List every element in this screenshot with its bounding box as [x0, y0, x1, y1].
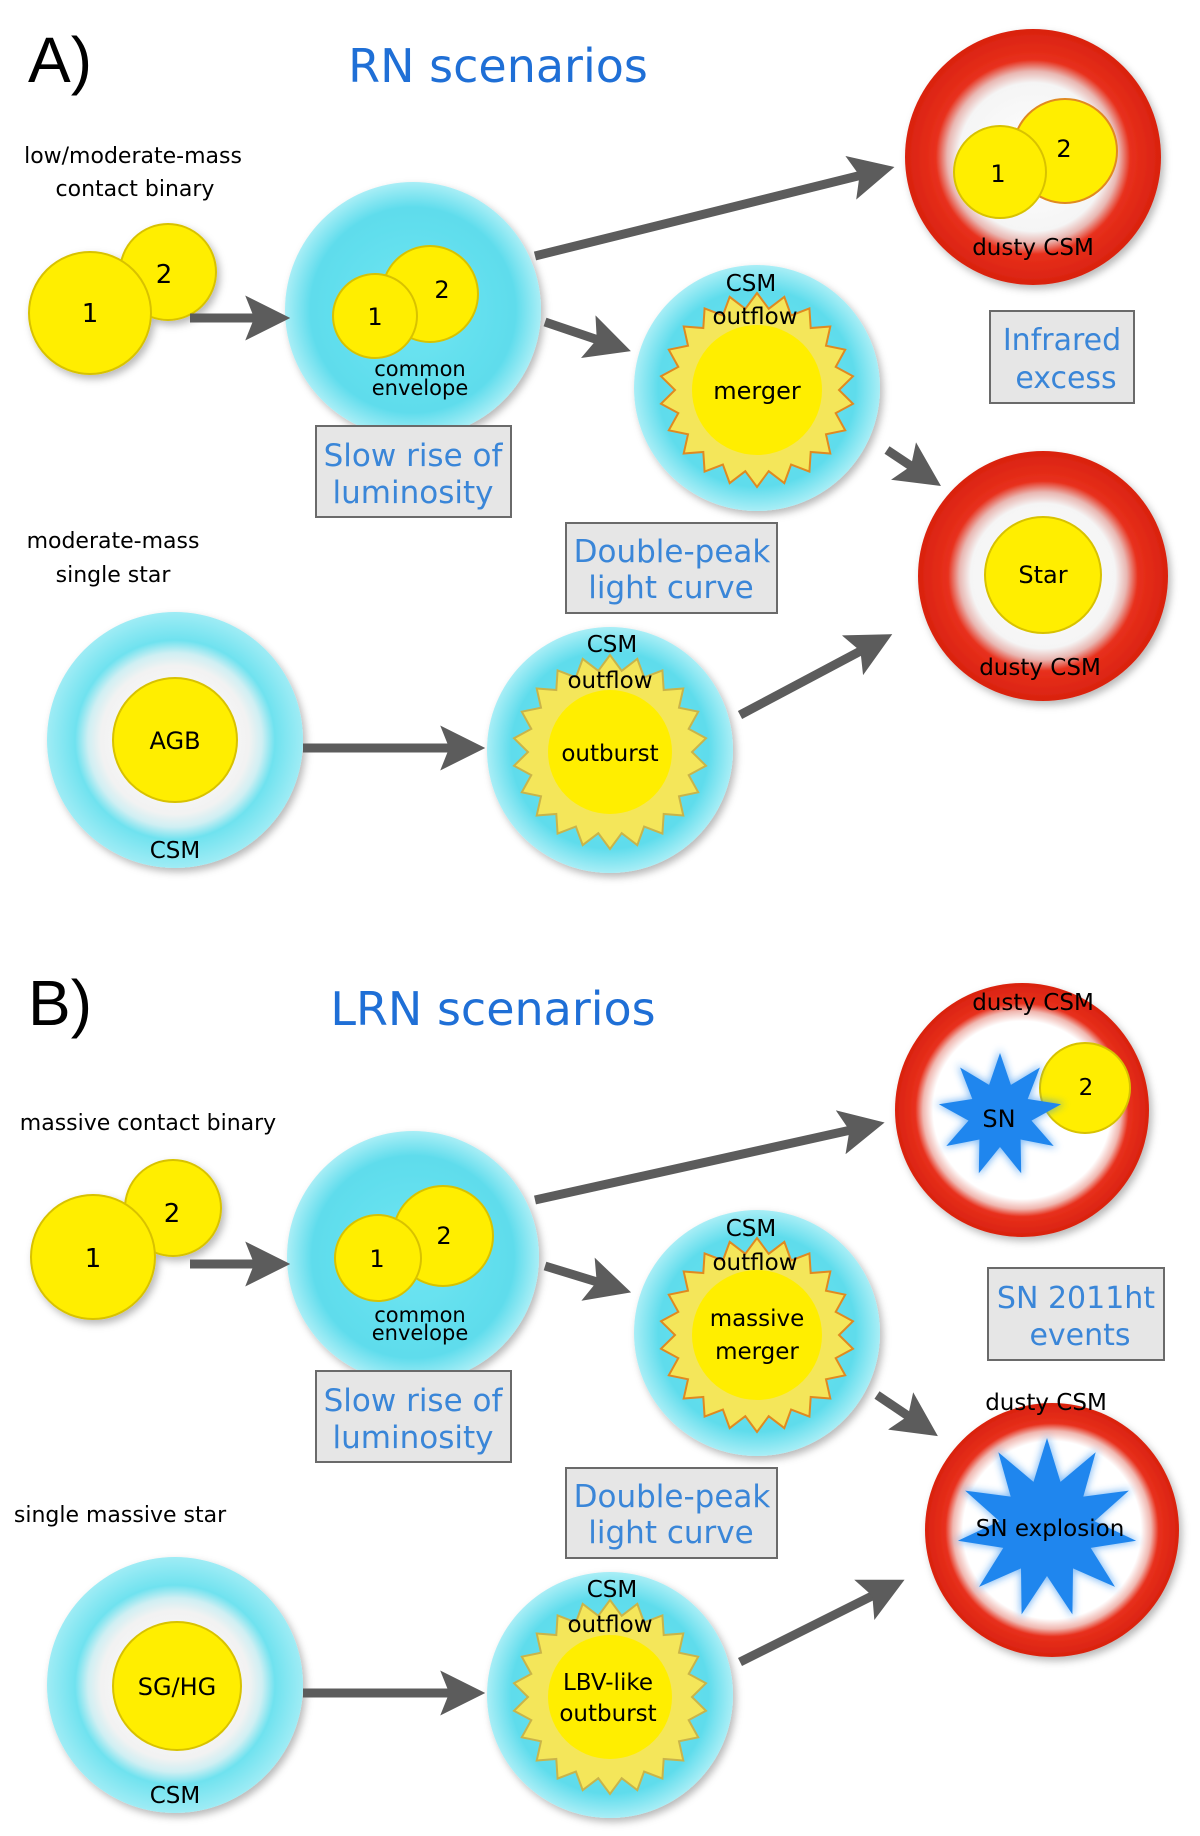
b-binary-label: massive contact binary [20, 1111, 276, 1136]
double-peak-box-b [565, 1467, 778, 1559]
panel-b: B) LRN scenarios massive contact binary … [14, 967, 1179, 1818]
sghg-core-label: SG/HG [138, 1673, 217, 1701]
b-top-result-sn [938, 1053, 1062, 1174]
b-binary-star-2-label: 2 [164, 1199, 181, 1229]
top-result-star-2-label: 2 [1056, 135, 1071, 163]
sn-explosion-shape [957, 1438, 1137, 1615]
slow-rise-box-b [315, 1370, 512, 1463]
lbv-outflow-label: outflow [567, 1612, 652, 1638]
b-ce-star-1 [334, 1214, 422, 1302]
ce-star-2-label: 2 [434, 276, 449, 304]
sn-explosion-label: SN explosion [976, 1516, 1125, 1542]
infrared-excess-box [989, 310, 1135, 404]
b-arrow-ce-to-top-result [534, 1110, 885, 1205]
slow-rise-box-a [315, 425, 512, 518]
lbv-core-line1: LBV-like [563, 1670, 653, 1696]
slow-rise-a-line2: luminosity [333, 475, 494, 511]
panel-b-letter: B) [28, 967, 92, 1039]
agb-core-label: AGB [149, 727, 200, 755]
single-label-line2: single star [56, 563, 172, 588]
b-ce-label-line2: envelope [372, 1321, 469, 1345]
double-peak-a-line1: Double-peak [574, 534, 771, 570]
sghg-csm-label: CSM [150, 1783, 201, 1809]
double-peak-box-a [565, 522, 778, 614]
merger-outflow-label: outflow [712, 304, 797, 330]
double-peak-b-line2: light curve [588, 1515, 753, 1551]
arrow-merger-to-final [884, 442, 941, 486]
final-star-a-label: Star [1018, 561, 1067, 589]
merger-core-label: merger [713, 377, 801, 405]
b-merger-core [692, 1270, 822, 1400]
b-top-result-csm-label: dusty CSM [972, 990, 1094, 1016]
panel-a: A) RN scenarios low/moderate-mass contac… [24, 24, 1168, 873]
b-merger-outflow-label: outflow [712, 1250, 797, 1276]
binary-label-line1: low/moderate-mass [24, 144, 242, 169]
final-csm-b-label: dusty CSM [985, 1390, 1107, 1416]
binary-label-line2: contact binary [56, 177, 215, 202]
sn2011ht-box [987, 1267, 1165, 1361]
arrow-outburst-to-final [737, 634, 893, 719]
merger-core [692, 325, 822, 455]
double-peak-a-line2: light curve [588, 570, 753, 606]
single-label-line1: moderate-mass [27, 529, 200, 554]
b-arrow-ce-to-merger [543, 1257, 632, 1301]
sghg-core [112, 1621, 242, 1751]
b-top-result-star-2 [1039, 1042, 1131, 1134]
sn2011ht-line1: SN 2011ht [997, 1281, 1155, 1316]
b-merger-core-line1: massive [710, 1306, 805, 1332]
lbv-core-line2: outburst [559, 1701, 656, 1727]
ce-star-1 [332, 273, 418, 359]
sn2011ht-line2: events [1029, 1318, 1130, 1353]
top-result-star-1 [953, 125, 1047, 219]
b-binary-star-1 [30, 1194, 156, 1320]
lbv-csm-label: CSM [587, 1577, 638, 1603]
ce-star-1-label: 1 [367, 303, 382, 331]
contact-binary [28, 223, 217, 375]
b-top-result-star-2-label: 2 [1079, 1075, 1094, 1101]
ce-label-line2: envelope [372, 376, 469, 400]
binary-star-2-label: 2 [156, 260, 173, 290]
binary-star-1 [28, 251, 152, 375]
b-merger-core-line2: merger [715, 1339, 799, 1365]
arrow-ce-to-top-result [533, 155, 895, 261]
b-ce-star-2-label: 2 [436, 1222, 451, 1250]
b-binary-star-1-label: 1 [85, 1244, 102, 1274]
panel-a-letter: A) [28, 24, 92, 96]
b-single-label: single massive star [14, 1503, 227, 1528]
b-arrow-lbv-to-final [737, 1579, 905, 1667]
final-csm-a-label: dusty CSM [979, 655, 1101, 681]
infrared-line1: Infrared [1003, 323, 1121, 358]
lbv-core [548, 1635, 672, 1759]
outburst-csm-label: CSM [587, 632, 638, 658]
arrows-b [190, 1110, 938, 1716]
top-result-csm-label: dusty CSM [972, 235, 1094, 261]
b-merger-csm-label: CSM [726, 1216, 777, 1242]
agb-csm-label: CSM [150, 838, 201, 864]
arrow-ce-to-merger [543, 315, 631, 358]
slow-rise-b-line1: Slow rise of [324, 1383, 504, 1419]
slow-rise-a-line1: Slow rise of [324, 438, 504, 474]
double-peak-b-line1: Double-peak [574, 1479, 771, 1515]
agb-core [112, 677, 238, 803]
b-arrow-merger-to-final [874, 1391, 938, 1437]
merger-csm-label: CSM [726, 271, 777, 297]
infrared-line2: excess [1015, 361, 1116, 396]
final-star-a [984, 516, 1102, 634]
b-ce-star-1-label: 1 [369, 1245, 384, 1273]
outburst-core-label: outburst [561, 741, 658, 767]
arrows-a [190, 155, 941, 771]
b-ce-label-line1: common [374, 1303, 465, 1327]
outburst-outflow-label: outflow [567, 668, 652, 694]
b-contact-binary [30, 1159, 222, 1320]
panel-b-title: LRN scenarios [330, 982, 655, 1036]
panel-a-title: RN scenarios [348, 39, 648, 93]
slow-rise-b-line2: luminosity [333, 1420, 494, 1456]
top-result-star-1-label: 1 [990, 160, 1005, 188]
b-top-result-sn-label: SN [982, 1105, 1015, 1133]
ce-label-line1: common [374, 357, 465, 381]
outburst-core [548, 690, 672, 814]
binary-star-1-label: 1 [82, 299, 99, 329]
